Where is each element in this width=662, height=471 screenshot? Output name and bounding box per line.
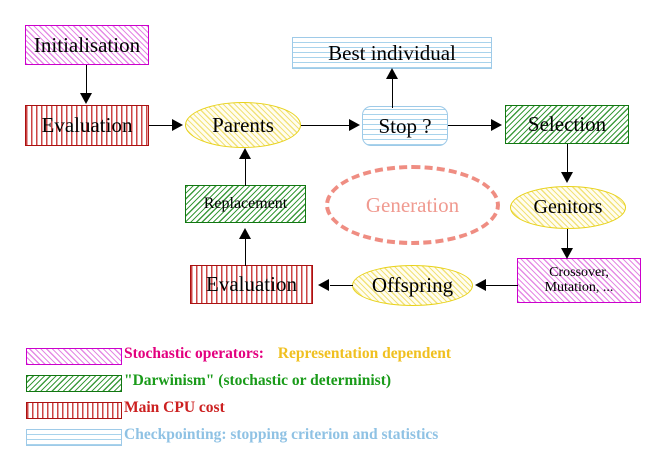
node-offspring-label: Offspring <box>371 273 454 298</box>
node-generation-label: Generation <box>365 192 460 217</box>
node-best-individual[interactable]: Best individual <box>292 37 492 69</box>
edge-stop-to-best-individual <box>392 70 394 108</box>
node-initialisation[interactable]: Initialisation <box>25 25 149 65</box>
arrowhead-right-parents <box>172 119 183 131</box>
node-parents-label: Parents <box>212 112 274 137</box>
legend-label-stochastic-operators: Stochastic operators: Representation dep… <box>124 345 451 363</box>
arrowhead-left-offspring <box>475 279 486 291</box>
node-stop[interactable]: Stop ? <box>362 106 448 146</box>
legend-label-darwinism: "Darwinism" (stochastic or determinist) <box>124 372 391 390</box>
legend-swatch-main-cpu-cost <box>26 402 122 419</box>
edge-stop-to-selection <box>448 125 493 127</box>
legend-label-main-cpu-cost: Main CPU cost <box>124 399 225 417</box>
node-offspring[interactable]: Offspring <box>352 265 473 306</box>
edge-offspring-to-evaluation <box>330 285 353 287</box>
arrowhead-left-evaluation-bottom <box>318 279 329 291</box>
node-selection[interactable]: Selection <box>505 105 629 144</box>
legend-swatch-darwinism <box>26 375 122 392</box>
node-crossover-mutation[interactable]: Crossover, Mutation, ... <box>517 258 641 303</box>
legend-swatch-stochastic-operators <box>26 348 122 365</box>
node-replacement-label: Replacement <box>203 194 288 212</box>
legend-label-checkpointing: Checkpointing: stopping criterion and st… <box>124 426 438 444</box>
node-genitors[interactable]: Genitors <box>510 186 626 229</box>
node-parents[interactable]: Parents <box>185 102 301 148</box>
node-evaluation-top-label: Evaluation <box>41 113 133 138</box>
arrowhead-down-genitors <box>561 172 573 183</box>
edge-crossover-to-offspring <box>486 285 518 287</box>
edge-initialisation-to-evaluation <box>86 65 88 95</box>
edge-evaluation-to-parents <box>149 125 174 127</box>
legend-label-main-cpu-cost-text: Main CPU cost <box>124 399 225 416</box>
node-evaluation-top[interactable]: Evaluation <box>25 105 149 146</box>
legend-label-checkpointing-text: Checkpointing: stopping criterion and st… <box>124 426 439 443</box>
edge-parents-to-stop <box>301 125 351 127</box>
arrowhead-up-parents <box>239 148 251 159</box>
legend-swatch-checkpointing <box>26 429 122 446</box>
arrowhead-right-stop <box>349 119 360 131</box>
arrowhead-up-replacement <box>239 228 251 239</box>
node-evaluation-bottom-label: Evaluation <box>206 272 297 297</box>
edge-replacement-to-parents <box>245 152 247 186</box>
legend-label-representation-dependent: Representation dependent <box>277 345 452 362</box>
edge-genitors-to-crossover <box>567 229 569 251</box>
arrowhead-right-selection <box>491 119 502 131</box>
edge-selection-to-genitors <box>567 144 569 174</box>
node-selection-label: Selection <box>527 112 607 137</box>
node-evaluation-bottom[interactable]: Evaluation <box>190 265 313 304</box>
legend-label-stochastic-operators-text: Stochastic operators: <box>124 345 264 362</box>
arrowhead-down-evaluation-top <box>80 93 92 104</box>
node-best-individual-label: Best individual <box>328 40 456 65</box>
node-replacement[interactable]: Replacement <box>185 185 306 223</box>
arrowhead-up-best-individual <box>386 68 398 79</box>
node-initialisation-label: Initialisation <box>33 32 141 57</box>
node-genitors-label: Genitors <box>533 196 603 218</box>
node-stop-label: Stop ? <box>378 113 432 138</box>
legend-label-darwinism-text: "Darwinism" (stochastic or determinist) <box>124 372 392 389</box>
arrowhead-down-crossover <box>561 248 573 259</box>
edge-evaluation-to-replacement <box>245 232 247 266</box>
node-generation: Generation <box>325 165 500 245</box>
node-crossover-mutation-label: Crossover, Mutation, ... <box>544 264 614 295</box>
